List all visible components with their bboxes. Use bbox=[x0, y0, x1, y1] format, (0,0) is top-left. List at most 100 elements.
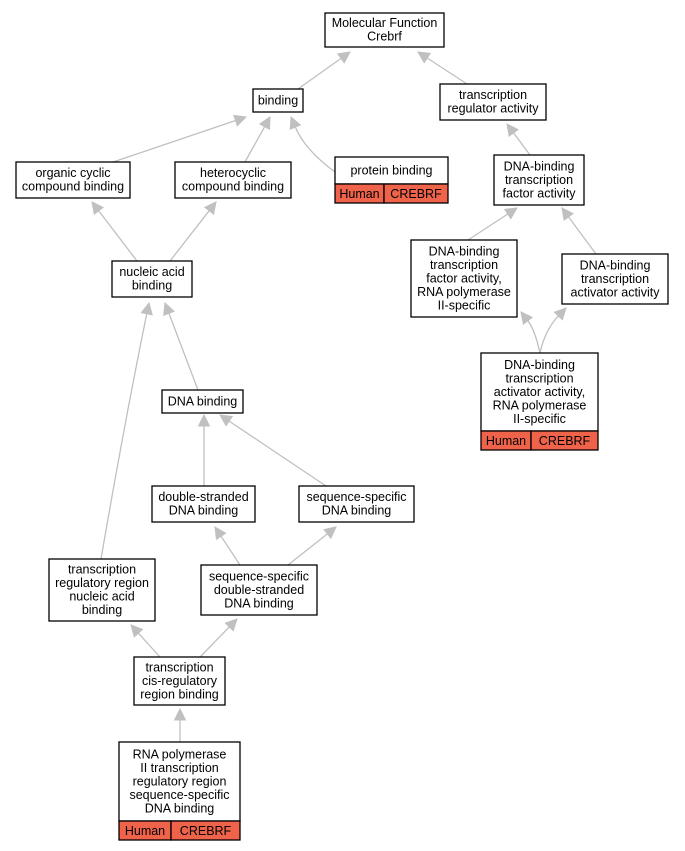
edge-line bbox=[168, 313, 199, 391]
arrowhead bbox=[323, 526, 337, 540]
node-label-line: II-specific bbox=[438, 298, 491, 312]
edge bbox=[100, 301, 153, 560]
arrowhead bbox=[506, 123, 519, 137]
species-label: Human bbox=[486, 434, 526, 448]
node-label-line: binding bbox=[82, 603, 122, 617]
go-term-node-binding[interactable]: binding bbox=[252, 88, 304, 113]
edge-line bbox=[287, 533, 328, 566]
edge bbox=[539, 307, 567, 354]
node-label-line: cis-regulatory bbox=[142, 674, 218, 688]
node-label-line: regulatory region bbox=[55, 576, 149, 590]
edge bbox=[173, 707, 187, 742]
edge bbox=[219, 414, 327, 487]
arrowhead bbox=[219, 414, 234, 427]
node-label-line: II-specific bbox=[513, 412, 566, 426]
node-label-line: DNA binding bbox=[224, 596, 294, 610]
node-label-line: Molecular Function bbox=[332, 16, 438, 30]
edge bbox=[520, 311, 541, 354]
edge bbox=[130, 624, 161, 658]
node-label-line: sequence-specific bbox=[209, 569, 309, 583]
node-box bbox=[174, 161, 292, 199]
edge-line bbox=[539, 315, 559, 354]
node-label-line: nucleic acid bbox=[119, 265, 184, 279]
node-label-line: heterocyclic bbox=[200, 166, 266, 180]
node-box bbox=[118, 741, 241, 822]
gene-label: CREBRF bbox=[390, 187, 442, 201]
edge-line bbox=[100, 313, 148, 560]
edge-line bbox=[137, 632, 161, 658]
node-label-line: binding bbox=[132, 279, 172, 293]
arrowhead bbox=[91, 201, 104, 215]
node-box bbox=[111, 260, 193, 298]
edge-line bbox=[467, 213, 509, 241]
node-label-line: double-stranded bbox=[158, 490, 248, 504]
arrowhead bbox=[233, 114, 248, 127]
edge bbox=[214, 526, 241, 566]
node-label-line: RNA polymerase bbox=[493, 398, 587, 412]
node-label-line: activator activity bbox=[571, 285, 661, 299]
node-label-line: Crebrf bbox=[367, 30, 402, 44]
node-box bbox=[493, 154, 585, 206]
node-label-line: factor activity bbox=[503, 186, 577, 200]
arrowhead bbox=[258, 116, 271, 131]
arrowhead bbox=[503, 207, 518, 220]
node-label-line: transcription bbox=[459, 88, 527, 102]
edge bbox=[163, 301, 199, 391]
edge-line bbox=[199, 626, 230, 658]
node-box bbox=[410, 239, 518, 318]
species-label: Human bbox=[339, 187, 379, 201]
edge-line bbox=[228, 420, 327, 487]
arrowhead bbox=[197, 413, 211, 427]
node-label-line: transcription bbox=[581, 272, 649, 286]
arrowhead bbox=[561, 207, 574, 221]
node-box bbox=[480, 352, 599, 432]
node-label-line: regulatory region bbox=[133, 774, 227, 788]
gene-cell bbox=[170, 820, 241, 841]
node-label-line: regulator activity bbox=[447, 102, 539, 116]
edge bbox=[287, 526, 337, 566]
edge bbox=[197, 413, 211, 486]
arrowhead bbox=[214, 526, 227, 541]
node-box bbox=[298, 485, 415, 523]
edge bbox=[112, 114, 248, 163]
gene-cell bbox=[383, 183, 449, 204]
node-box bbox=[334, 156, 449, 185]
node-label-line: transcription bbox=[68, 563, 136, 577]
node-box bbox=[561, 253, 669, 305]
arrowhead bbox=[553, 307, 567, 321]
edge-line bbox=[98, 210, 138, 262]
arrowhead bbox=[130, 624, 144, 638]
node-box bbox=[15, 161, 131, 199]
edge bbox=[297, 51, 351, 90]
node-label-line: protein binding bbox=[350, 163, 432, 177]
node-label-line: compound binding bbox=[22, 180, 124, 194]
node-label-line: binding bbox=[258, 93, 298, 107]
arrowhead bbox=[224, 618, 238, 632]
edge-line bbox=[244, 126, 266, 163]
arrowhead bbox=[336, 51, 351, 64]
go-term-node-dna-binding[interactable]: DNA binding bbox=[161, 389, 244, 414]
node-label-line: DNA binding bbox=[322, 504, 392, 518]
node-label-line: RNA polymerase bbox=[133, 747, 227, 761]
node-label-line: DNA binding bbox=[145, 801, 215, 815]
edges-layer bbox=[91, 51, 597, 742]
node-label-line: transcription bbox=[430, 258, 498, 272]
edge bbox=[467, 207, 518, 241]
